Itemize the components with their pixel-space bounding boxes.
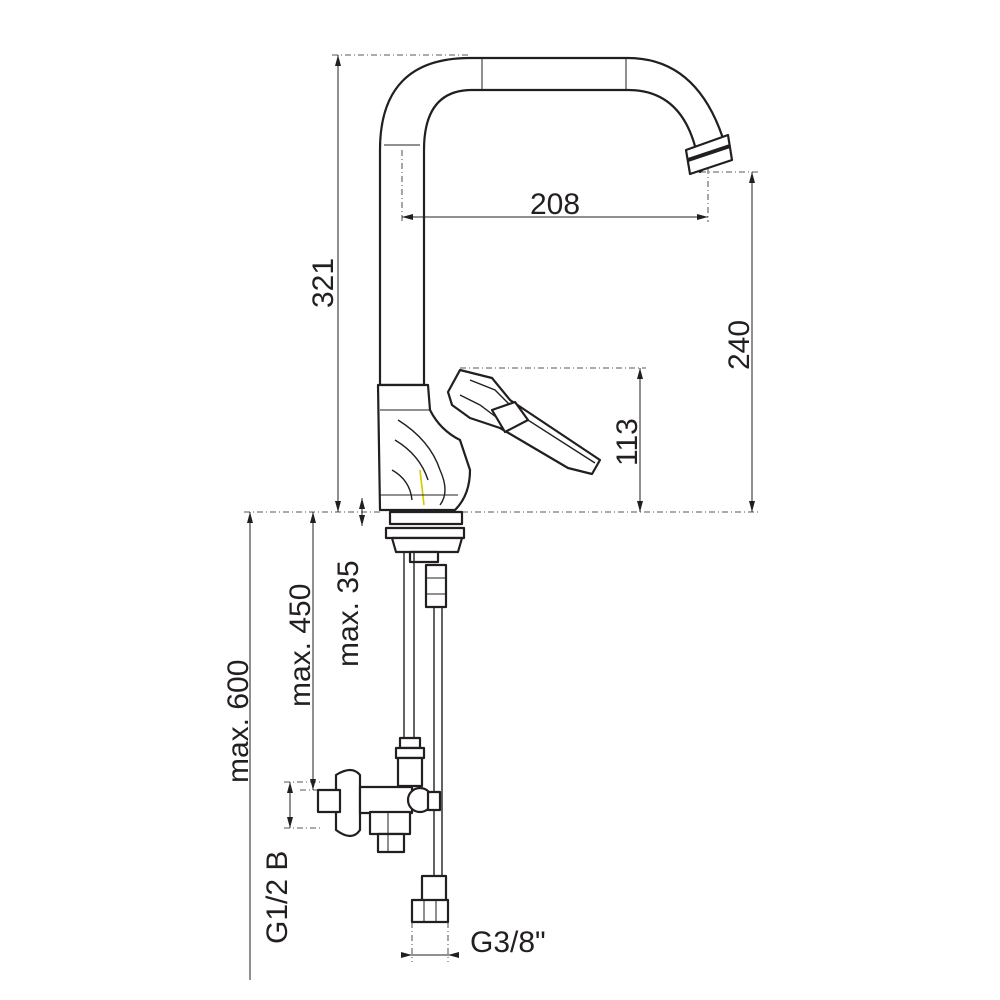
dim-label-max-600: max. 600	[222, 660, 255, 783]
dim-label-max-35: max. 35	[332, 560, 365, 667]
dim-label-240: 240	[723, 320, 756, 370]
dim-label-max-450: max. 450	[284, 584, 317, 707]
dimension-lines	[244, 54, 758, 980]
dim-label-321: 321	[307, 258, 340, 308]
dim-label-g1-2-b: G1/2 B	[261, 851, 294, 944]
supply-hoses	[394, 552, 443, 880]
dim-label-208: 208	[530, 188, 580, 221]
hose-fitting	[410, 874, 450, 924]
dim-label-g3-8: G3/8"	[470, 926, 546, 959]
faucet-lever	[446, 368, 602, 476]
angle-valve	[316, 768, 442, 854]
mounting-hardware	[384, 510, 466, 609]
faucet-spout	[378, 56, 734, 387]
faucet-body	[376, 383, 472, 512]
dimension-labels: 208 321 240 113 max. 600 max. 450 max. 3…	[222, 188, 756, 959]
dim-label-113: 113	[611, 418, 644, 466]
